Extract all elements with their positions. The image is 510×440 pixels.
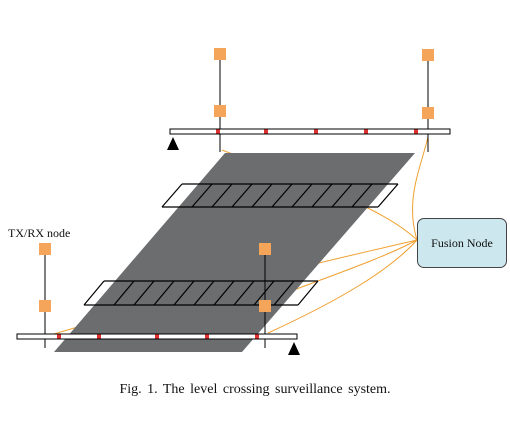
top-barrier-arm (169, 128, 451, 135)
lower-track (83, 280, 319, 306)
rail-sensor (155, 334, 159, 339)
link-to-bottom-right-node (267, 239, 418, 334)
rail-sensor (264, 129, 268, 134)
rail-sensor (97, 334, 101, 339)
road (54, 153, 415, 352)
bottom-barrier (16, 250, 300, 355)
rail-sensor (255, 334, 259, 339)
rail-sensor (216, 129, 220, 134)
txrx-node-icon (214, 48, 226, 60)
rail-sensor (414, 129, 418, 134)
txrx-node-icon (214, 105, 226, 117)
rail-sensor (57, 334, 61, 339)
txrx-node-icon (259, 300, 271, 312)
top-barrier-hinge-icon (167, 137, 179, 150)
fusion-node-label: Fusion Node (431, 235, 493, 250)
top-barrier (167, 55, 451, 152)
txrx-node-icon (259, 243, 271, 255)
upper-track (161, 183, 399, 208)
txrx-node-icon (39, 243, 51, 255)
rail-sensor (314, 129, 318, 134)
txrx-node-icon (422, 107, 434, 119)
fusion-node-box: Fusion Node (417, 218, 507, 268)
txrx-node-icon (422, 49, 434, 61)
figure-caption: Fig. 1. The level crossing surveillance … (119, 382, 391, 397)
txrx-node-icon (39, 300, 51, 312)
bottom-barrier-hinge-icon (288, 342, 300, 355)
rail-sensor (205, 334, 209, 339)
txrx-node-label: TX/RX node (8, 226, 71, 240)
rail-sensor (364, 129, 368, 134)
txrx-nodes (39, 48, 434, 312)
link-to-top-right-node (412, 136, 429, 241)
